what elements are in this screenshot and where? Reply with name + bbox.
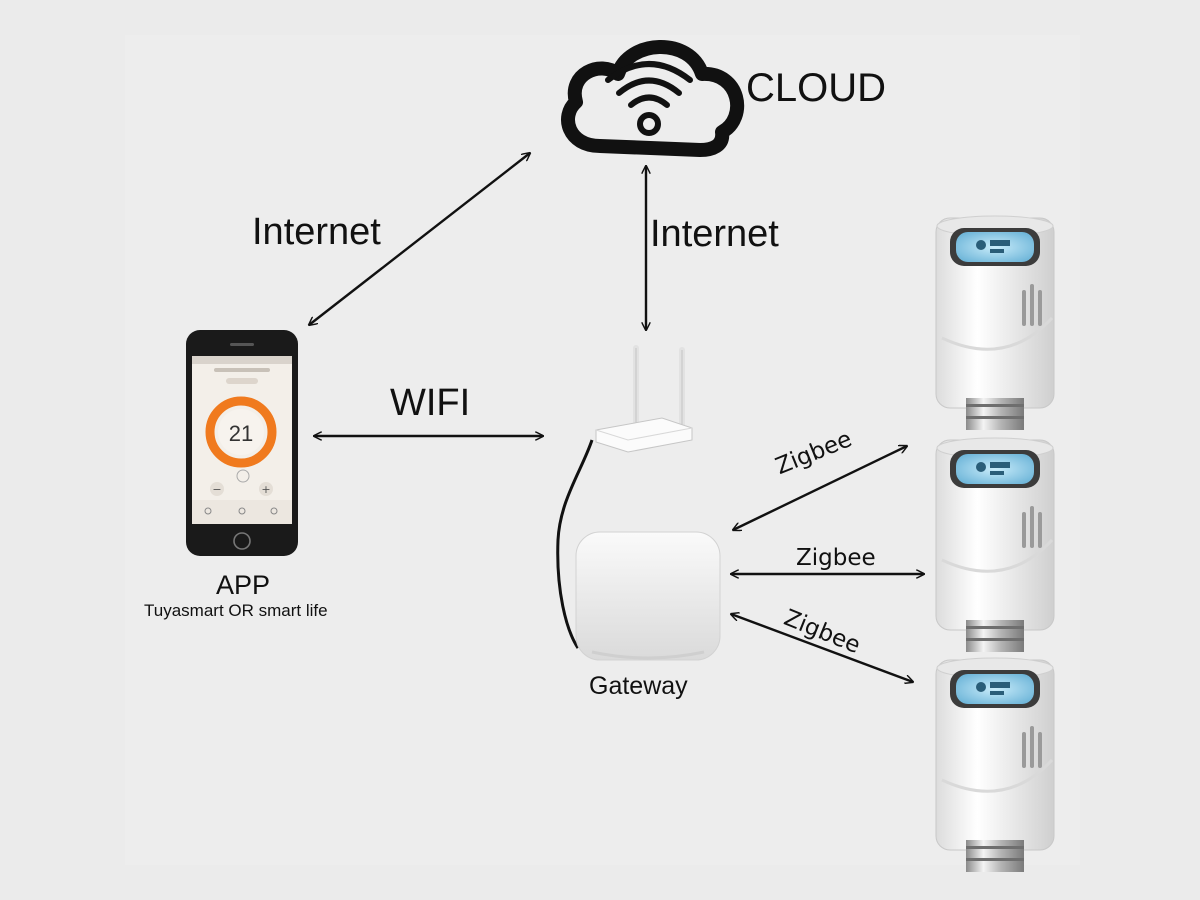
phone-temperature: 21 xyxy=(229,421,253,446)
phone-minus-button xyxy=(210,482,224,496)
zigbee-arrow-3 xyxy=(731,614,913,682)
phone-minus: − xyxy=(212,483,221,496)
cloud-wifi-icon xyxy=(561,40,745,157)
thermostat-valve-2 xyxy=(934,436,1056,654)
zigbee-arrow-1 xyxy=(733,446,907,530)
internet-label-right: Internet xyxy=(650,213,779,255)
zigbee-label-2: Zigbee xyxy=(796,545,876,571)
gateway-hub xyxy=(575,531,721,661)
app-subtitle: Tuyasmart OR smart life xyxy=(144,601,328,620)
internet-label-left: Internet xyxy=(252,211,381,253)
cloud-label: CLOUD xyxy=(746,66,887,110)
phone-plus-button xyxy=(259,482,273,496)
phone-app xyxy=(186,330,298,556)
gateway-label: Gateway xyxy=(589,672,688,700)
thermostat-valve-1 xyxy=(934,214,1056,432)
thermostat-valve-3 xyxy=(934,656,1056,874)
router-cable xyxy=(556,439,594,649)
wifi-label: WIFI xyxy=(390,382,471,424)
app-title: APP xyxy=(216,570,271,600)
internet-arrow-left xyxy=(309,153,530,325)
router xyxy=(595,345,693,453)
phone-plus: + xyxy=(261,483,270,496)
